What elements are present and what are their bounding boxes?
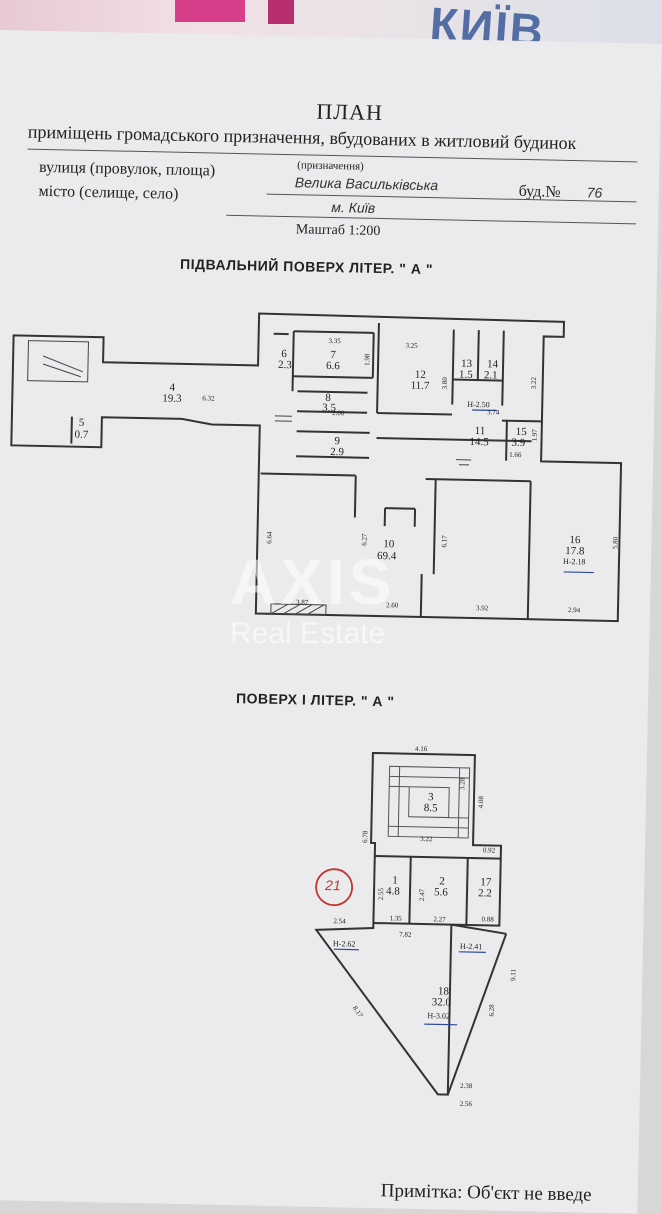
dim-label: 2.54 — [333, 917, 345, 925]
room-5-area: 0.7 — [74, 429, 88, 441]
unit-mark: 21 — [325, 877, 341, 893]
room-15-area: 3.9 — [511, 437, 525, 449]
room-9-area: 2.9 — [330, 446, 344, 458]
height-label: Н-2.18 — [563, 557, 586, 566]
room-4-area: 19.3 — [162, 392, 181, 404]
room-11-area: 14.5 — [469, 436, 488, 448]
dim-label: 0.92 — [483, 846, 495, 854]
dim-label: 1.98 — [363, 354, 371, 366]
dim-label: 6.32 — [202, 394, 214, 402]
room-17-area: 2.2 — [478, 887, 492, 899]
dim-label: 4.16 — [415, 745, 427, 753]
watermark-brand: AXIS — [230, 545, 395, 619]
room-6-area: 2.3 — [278, 359, 292, 371]
dim-label: 3.22 — [530, 377, 538, 389]
room-2-area: 5.6 — [434, 886, 448, 898]
room-7-area: 6.6 — [326, 360, 340, 372]
dim-label: 2.27 — [433, 915, 445, 923]
dim-label: 2.56 — [460, 1100, 472, 1108]
dim-label: 1.35 — [389, 914, 401, 922]
dim-label: 3.35 — [328, 337, 340, 345]
dim-label: 1.97 — [531, 429, 539, 441]
dim-label: 6.17 — [440, 535, 448, 547]
dim-label: 3.22 — [420, 835, 432, 843]
dim-label: 2.47 — [418, 889, 426, 901]
dim-label: 1.66 — [509, 451, 521, 459]
dim-label: 3.25 — [405, 342, 417, 350]
dim-label: 3.74 — [487, 408, 499, 416]
room-14-area: 2.1 — [484, 369, 498, 381]
dim-label: 2.55 — [377, 888, 385, 900]
dim-label: 0.88 — [481, 915, 493, 923]
room-18-area: 32.0 — [432, 996, 451, 1008]
dim-label: 2.00 — [332, 409, 344, 417]
room-3-area: 8.5 — [424, 802, 438, 814]
pink-tape — [268, 0, 294, 24]
footer-note: Примітка: Об'єкт не введе — [381, 1180, 592, 1206]
dim-label: 3.92 — [476, 604, 488, 612]
room-5-no: 5 — [79, 417, 85, 429]
dim-label: 2.38 — [460, 1082, 472, 1090]
height-label: Н-3.02 — [427, 1011, 450, 1020]
dim-label: 9.11 — [509, 969, 517, 981]
dim-label: 2.94 — [568, 606, 580, 614]
dim-label: 6.28 — [488, 1004, 496, 1016]
room-12-area: 11.7 — [411, 380, 430, 392]
dim-label: 6.78 — [361, 831, 369, 843]
room-16-area: 17.8 — [565, 545, 584, 557]
height-label: Н-2.62 — [333, 939, 356, 948]
dim-label: 6.64 — [265, 532, 273, 544]
dim-label: 7.82 — [399, 931, 411, 939]
dim-label: 3.80 — [441, 377, 449, 389]
height-label: Н-2.41 — [460, 942, 483, 951]
first-floor-heading: ПОВЕРХ І ЛІТЕР. " А " — [236, 690, 395, 709]
room-1-area: 4.8 — [386, 885, 400, 897]
dim-label: 4.08 — [477, 796, 485, 808]
pink-tape — [175, 0, 245, 22]
room-13-area: 1.5 — [459, 369, 473, 381]
dim-label: 5.80 — [611, 537, 619, 549]
dim-label: 3.28 — [458, 778, 466, 790]
watermark-tagline: Real Estate — [230, 617, 385, 651]
